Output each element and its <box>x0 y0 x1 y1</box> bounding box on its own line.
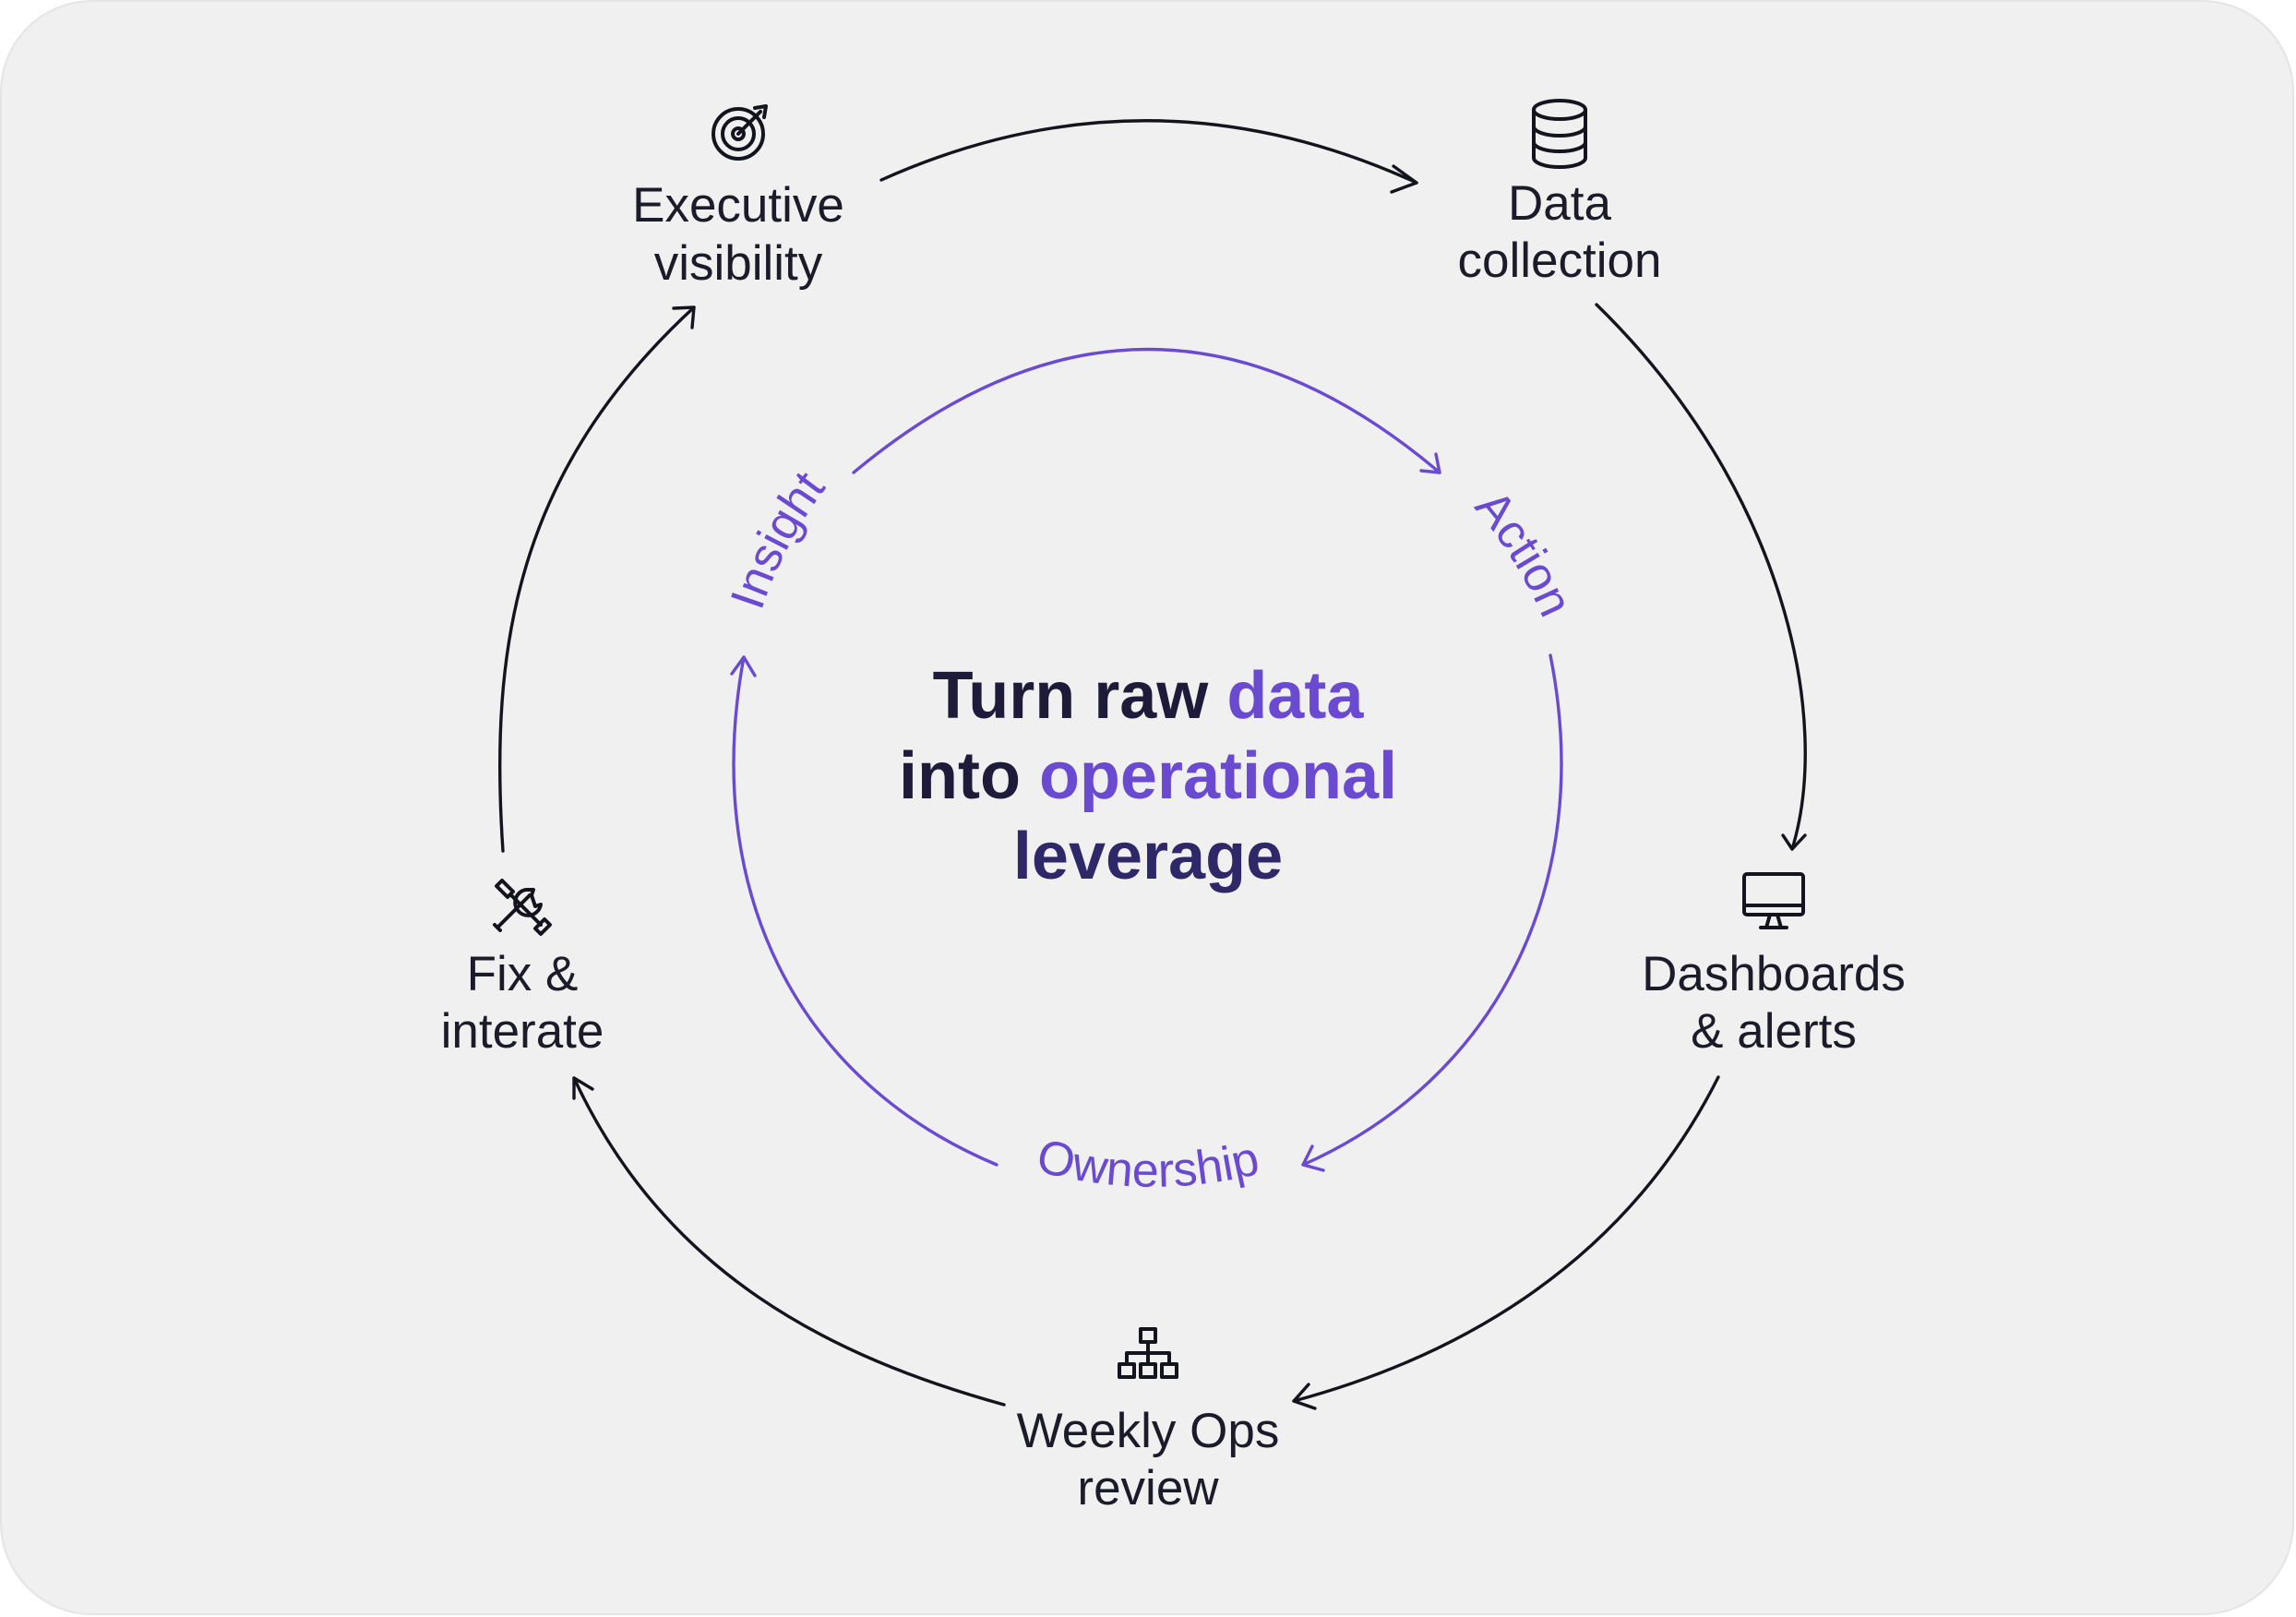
target-icon <box>712 104 768 161</box>
node-label-dashboards-line-2: & alerts <box>1691 1004 1857 1059</box>
node-label-data-line-2: collection <box>1458 234 1662 288</box>
outer-arrow-weekly-to-fix <box>572 1076 1006 1407</box>
node-data-collection: Data collection <box>1458 99 1662 288</box>
node-label-fix-line-2: interate <box>441 1004 604 1059</box>
title-line-2-accent: operational <box>1039 739 1397 813</box>
outer-arrow-dashboards-to-weekly <box>1292 1075 1720 1410</box>
title-line-3-dark: leverage <box>1013 820 1283 893</box>
node-label-weekly-line-1: Weekly Ops <box>1017 1404 1280 1458</box>
database-icon <box>1532 99 1587 169</box>
title-line-1-dark: Turn raw <box>933 659 1227 733</box>
node-label-fix-line-1: Fix & <box>467 947 579 1001</box>
title-line-1-accent: data <box>1226 659 1364 733</box>
inner-label-insight: Insight <box>721 461 835 616</box>
node-dashboards-alerts: Dashboards & alerts <box>1642 872 1906 1059</box>
monitor-icon <box>1742 872 1805 929</box>
node-label-dashboards-line-1: Dashboards <box>1642 947 1906 1001</box>
node-executive-visibility: Executive visibility <box>632 104 844 291</box>
node-label-executive-line-1: Executive <box>632 178 844 233</box>
outer-arrow-fix-to-executive <box>497 305 696 853</box>
outer-arrow-executive-to-data <box>879 119 1418 194</box>
inner-label-action: Action <box>1465 480 1582 624</box>
center-title: Turn raw data into operational leverage <box>899 659 1397 893</box>
tools-icon <box>493 879 552 936</box>
inner-label-ownership: Ownership <box>1032 1130 1263 1198</box>
node-label-weekly-line-2: review <box>1077 1461 1219 1515</box>
title-line-3: leverage <box>1013 820 1283 893</box>
title-line-2: into operational <box>899 739 1397 813</box>
title-line-1: Turn raw data <box>933 659 1365 733</box>
title-line-2-dark: into <box>899 739 1039 813</box>
node-weekly-ops-review: Weekly Ops review <box>1017 1327 1280 1515</box>
node-label-data-line-1: Data <box>1508 176 1611 231</box>
node-fix-iterate: Fix & interate <box>441 879 604 1059</box>
inner-arrow-action-to-ownership <box>1301 653 1563 1172</box>
outer-arrow-data-to-dashboards <box>1595 303 1807 851</box>
inner-arrow-insight-to-action <box>852 347 1441 474</box>
node-label-executive-line-2: visibility <box>654 236 823 291</box>
inner-arrow-ownership-to-insight <box>730 655 999 1167</box>
org-chart-icon <box>1118 1327 1178 1379</box>
